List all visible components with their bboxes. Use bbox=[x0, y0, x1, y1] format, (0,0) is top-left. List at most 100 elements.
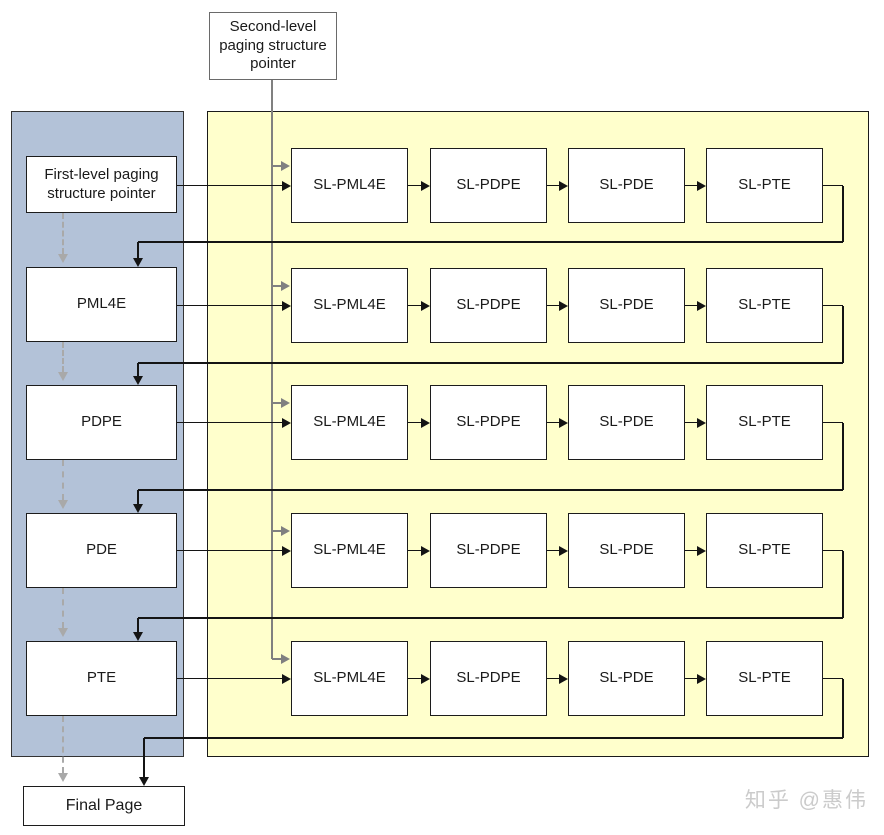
left-box-pml4e-label: PML4E bbox=[76, 295, 127, 313]
arrow-right-icon bbox=[282, 545, 291, 556]
arrow-right-icon bbox=[421, 673, 430, 684]
arrow-down-icon bbox=[58, 773, 68, 782]
connector-line bbox=[408, 677, 422, 680]
connector-line bbox=[408, 304, 422, 307]
grid-box-sl-pte: SL-PTE bbox=[706, 148, 823, 223]
left-box-pte: PTE bbox=[26, 641, 177, 716]
arrow-down-icon bbox=[139, 777, 149, 786]
arrow-down-icon bbox=[133, 258, 143, 267]
connector-line bbox=[408, 184, 422, 187]
grid-box-sl-pde: SL-PDE bbox=[568, 385, 685, 460]
arrow-down-icon bbox=[133, 504, 143, 513]
left-box-pdpe-label: PDPE bbox=[81, 413, 122, 431]
arrow-down-icon bbox=[58, 254, 68, 263]
grid-box-sl-pte: SL-PTE bbox=[706, 268, 823, 343]
connector-line bbox=[177, 304, 283, 307]
arrow-right-icon bbox=[559, 673, 568, 684]
grid-box-sl-pdpe: SL-PDPE bbox=[430, 641, 547, 716]
connector-line bbox=[272, 530, 284, 532]
arrow-right-icon bbox=[282, 673, 291, 684]
arrow-down-icon bbox=[58, 372, 68, 381]
connector-line bbox=[272, 658, 284, 660]
connector-line bbox=[137, 618, 139, 633]
dashed-connector-line bbox=[62, 213, 64, 254]
connector-line bbox=[177, 549, 283, 552]
connector-line bbox=[272, 285, 284, 287]
arrow-right-icon bbox=[559, 300, 568, 311]
connector-line bbox=[842, 550, 844, 618]
first-level-pointer-box: First-level paging structure pointer bbox=[26, 156, 177, 213]
connector-line bbox=[842, 185, 844, 242]
arrow-right-icon bbox=[281, 654, 290, 664]
connector-line bbox=[138, 362, 843, 364]
grid-box-sl-pdpe: SL-PDPE bbox=[430, 148, 547, 223]
connector-line bbox=[685, 421, 698, 424]
connector-line bbox=[842, 305, 844, 363]
grid-box-sl-pdpe: SL-PDPE bbox=[430, 385, 547, 460]
connector-line bbox=[547, 549, 560, 552]
dashed-connector-line bbox=[62, 716, 64, 773]
arrow-right-icon bbox=[697, 545, 706, 556]
grid-box-sl-pde: SL-PDE bbox=[568, 641, 685, 716]
grid-box-sl-pte: SL-PTE bbox=[706, 385, 823, 460]
connector-line bbox=[823, 304, 843, 307]
connector-line bbox=[685, 549, 698, 552]
grid-box-sl-pdpe: SL-PDPE bbox=[430, 268, 547, 343]
final-page-box: Final Page bbox=[23, 786, 185, 826]
arrow-down-icon bbox=[133, 376, 143, 385]
left-box-pde: PDE bbox=[26, 513, 177, 588]
connector-line bbox=[685, 184, 698, 187]
connector-line bbox=[137, 490, 139, 505]
arrow-right-icon bbox=[697, 300, 706, 311]
dashed-connector-line bbox=[62, 460, 64, 500]
second-level-pointer-box: Second-level paging structure pointer bbox=[209, 12, 337, 80]
connector-line bbox=[842, 422, 844, 490]
connector-line bbox=[823, 549, 843, 552]
connector-line bbox=[138, 617, 843, 619]
grid-box-sl-pde: SL-PDE bbox=[568, 513, 685, 588]
arrow-right-icon bbox=[281, 526, 290, 536]
connector-line bbox=[823, 184, 843, 187]
connector-line bbox=[177, 184, 283, 187]
connector-line bbox=[137, 242, 139, 259]
left-box-pdpe: PDPE bbox=[26, 385, 177, 460]
grid-box-sl-pml4e: SL-PML4E bbox=[291, 641, 408, 716]
arrow-right-icon bbox=[421, 180, 430, 191]
left-box-pte-label: PTE bbox=[86, 669, 117, 687]
grid-box-sl-pml4e: SL-PML4E bbox=[291, 268, 408, 343]
dashed-connector-line bbox=[62, 588, 64, 628]
arrow-right-icon bbox=[282, 417, 291, 428]
arrow-right-icon bbox=[421, 417, 430, 428]
connector-line bbox=[138, 241, 843, 243]
grid-box-sl-pml4e: SL-PML4E bbox=[291, 513, 408, 588]
arrow-down-icon bbox=[58, 628, 68, 637]
connector-line bbox=[272, 165, 284, 167]
arrow-right-icon bbox=[281, 398, 290, 408]
left-box-pml4e: PML4E bbox=[26, 267, 177, 342]
first-level-pointer-label: First-level paging structure pointer bbox=[44, 165, 159, 202]
grid-box-sl-pte: SL-PTE bbox=[706, 513, 823, 588]
connector-line bbox=[272, 402, 284, 404]
arrow-right-icon bbox=[697, 673, 706, 684]
connector-line bbox=[177, 421, 283, 424]
connector-line bbox=[547, 304, 560, 307]
arrow-right-icon bbox=[559, 417, 568, 428]
arrow-down-icon bbox=[133, 632, 143, 641]
connector-line bbox=[271, 80, 273, 659]
dashed-connector-line bbox=[62, 342, 64, 372]
grid-box-sl-pml4e: SL-PML4E bbox=[291, 385, 408, 460]
arrow-right-icon bbox=[559, 180, 568, 191]
second-level-pointer-label: Second-level paging structure pointer bbox=[219, 17, 327, 73]
connector-line bbox=[143, 738, 145, 778]
connector-line bbox=[408, 549, 422, 552]
connector-line bbox=[685, 304, 698, 307]
grid-box-sl-pml4e: SL-PML4E bbox=[291, 148, 408, 223]
grid-box-sl-pdpe: SL-PDPE bbox=[430, 513, 547, 588]
connector-line bbox=[137, 363, 139, 377]
arrow-right-icon bbox=[281, 281, 290, 291]
connector-line bbox=[685, 677, 698, 680]
connector-line bbox=[547, 184, 560, 187]
connector-line bbox=[823, 421, 843, 424]
arrow-right-icon bbox=[421, 545, 430, 556]
